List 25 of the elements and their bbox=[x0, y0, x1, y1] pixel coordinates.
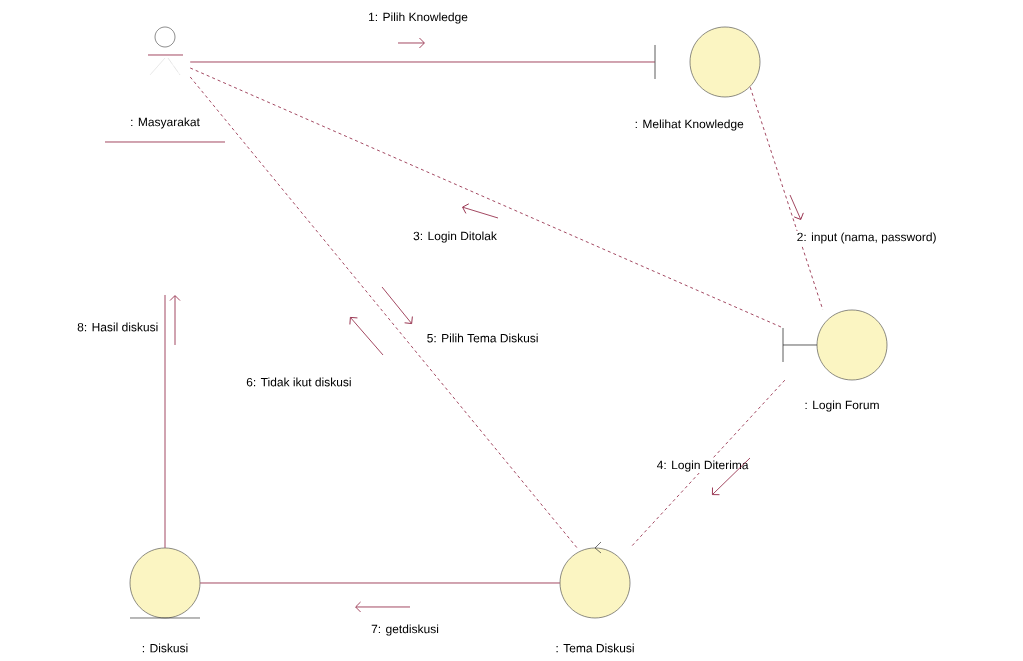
node-label: : Melihat Knowledge bbox=[635, 119, 744, 131]
node-label: : Masyarakat bbox=[131, 117, 200, 129]
node-label: : Login Forum bbox=[805, 400, 879, 412]
edge-label: 1: Pilih Knowledge bbox=[366, 10, 470, 26]
edge-label: 8: Hasil diskusi bbox=[75, 321, 160, 333]
connector-line bbox=[749, 86, 824, 311]
connector-line bbox=[189, 67, 784, 329]
message-label: 6: Tidak ikut diskusi bbox=[246, 377, 351, 387]
actor-figure: : Masyarakat bbox=[104, 26, 226, 143]
edge-label: 2: input (nama, password) bbox=[795, 230, 939, 246]
connector-line bbox=[199, 582, 561, 584]
connector-line bbox=[189, 76, 578, 549]
edge-label: 3: Login Ditolak bbox=[411, 229, 499, 245]
connector-line bbox=[189, 61, 656, 63]
boundary-object: : Login Forum bbox=[782, 309, 888, 412]
connector-line bbox=[164, 294, 166, 549]
edge-label: 5: Pilih Tema Diskusi bbox=[425, 332, 540, 344]
boundary-object: : Melihat Knowledge bbox=[635, 26, 761, 131]
edge-label: 7: getdiskusi bbox=[369, 622, 441, 638]
connector-line bbox=[629, 379, 786, 549]
node-label: : Diskusi bbox=[142, 643, 188, 653]
node-label: : Tema Diskusi bbox=[556, 643, 634, 653]
control-object: : Tema Diskusi bbox=[556, 541, 634, 653]
edge-label: 4: Login Diterima bbox=[655, 458, 750, 474]
entity-object: : Diskusi bbox=[129, 547, 201, 653]
